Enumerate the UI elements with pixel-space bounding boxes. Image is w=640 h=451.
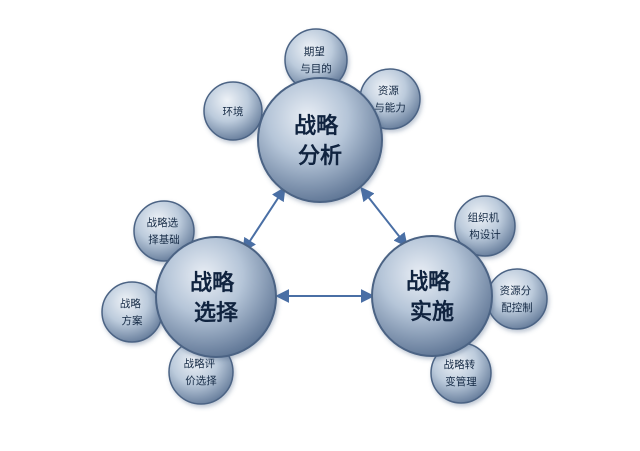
node-plan: 战略 方案: [101, 281, 163, 343]
node-resources-label: 资源 与能力: [374, 84, 406, 114]
node-strategy-analysis: 战略 分析: [257, 77, 383, 203]
node-evaluation-label: 战略评 价选择: [184, 357, 219, 387]
node-environment: 环境: [203, 81, 263, 141]
node-org-design: 组织机 构设计: [454, 195, 516, 257]
node-resource-allocation: 资源分 配控制: [486, 268, 548, 330]
node-strategy-analysis-label: 战略 分析: [294, 113, 346, 169]
node-expectation: 期望 与目的: [284, 28, 348, 92]
node-environment-label: 环境: [223, 105, 244, 118]
node-org-design-label: 组织机 构设计: [468, 211, 503, 241]
node-expectation-label: 期望 与目的: [300, 45, 332, 75]
node-choice-basis-label: 战略选 择基础: [147, 216, 182, 246]
node-change-management: 战略转 变管理: [430, 342, 492, 404]
node-strategy-implementation: 战略 实施: [371, 235, 493, 357]
node-change-management-label: 战略转 变管理: [444, 358, 479, 388]
node-plan-label: 战略 方案: [120, 297, 144, 327]
node-strategy-implementation-label: 战略 实施: [406, 269, 458, 325]
node-strategy-choice-label: 战略 选择: [190, 270, 242, 326]
arrow-analysis-choice: [242, 186, 286, 253]
node-choice-basis: 战略选 择基础: [133, 200, 195, 262]
arrow-analysis-implementation: [360, 186, 408, 248]
node-strategy-choice: 战略 选择: [155, 236, 277, 358]
node-resource-allocation-label: 资源分 配控制: [500, 284, 535, 314]
